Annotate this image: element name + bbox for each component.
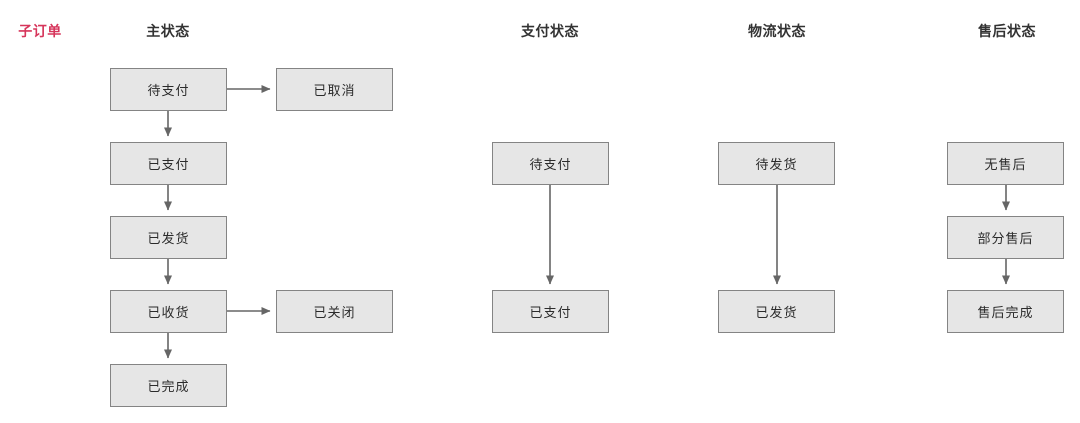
node-label: 待支付	[147, 84, 190, 99]
node-after-complete[interactable]: 售后完成	[947, 290, 1064, 333]
node-label: 待发货	[755, 158, 798, 173]
node-after-none[interactable]: 无售后	[947, 142, 1064, 185]
node-label: 已取消	[313, 84, 356, 99]
column-header-main-status: 主状态	[146, 24, 190, 40]
node-logi-pending-ship[interactable]: 待发货	[718, 142, 835, 185]
node-label: 已关闭	[313, 306, 356, 321]
node-label: 已完成	[147, 380, 190, 395]
node-label: 已发货	[755, 306, 798, 321]
node-label: 已支付	[529, 306, 572, 321]
column-header-aftersale-status: 售后状态	[978, 24, 1036, 40]
node-main-completed[interactable]: 已完成	[110, 364, 227, 407]
node-label: 部分售后	[977, 232, 1034, 247]
node-label: 待支付	[529, 158, 572, 173]
node-main-pending-payment[interactable]: 待支付	[110, 68, 227, 111]
node-label: 售后完成	[977, 306, 1034, 321]
node-pay-paid[interactable]: 已支付	[492, 290, 609, 333]
node-label: 已收货	[147, 306, 190, 321]
node-main-cancelled[interactable]: 已取消	[276, 68, 393, 111]
column-header-sub-order: 子订单	[18, 24, 62, 40]
node-pay-pending-payment[interactable]: 待支付	[492, 142, 609, 185]
column-header-payment-status: 支付状态	[521, 24, 579, 40]
node-logi-shipped[interactable]: 已发货	[718, 290, 835, 333]
node-label: 已支付	[147, 158, 190, 173]
node-main-shipped[interactable]: 已发货	[110, 216, 227, 259]
node-after-partial[interactable]: 部分售后	[947, 216, 1064, 259]
node-main-paid[interactable]: 已支付	[110, 142, 227, 185]
column-header-logistics-status: 物流状态	[748, 24, 806, 40]
node-main-received[interactable]: 已收货	[110, 290, 227, 333]
node-main-closed[interactable]: 已关闭	[276, 290, 393, 333]
node-label: 已发货	[147, 232, 190, 247]
node-label: 无售后	[984, 158, 1027, 173]
